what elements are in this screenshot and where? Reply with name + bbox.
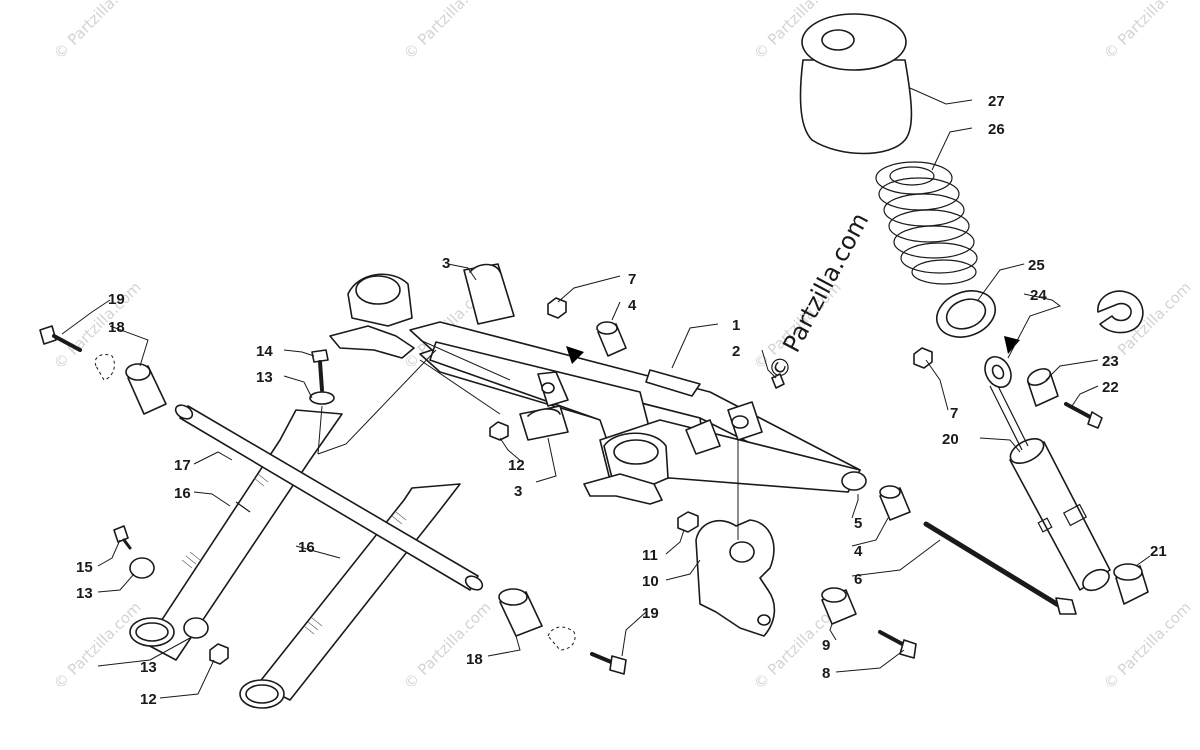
callout-7-right: 7 xyxy=(950,405,958,422)
watermark: © Partzilla.com xyxy=(50,0,145,63)
part-26-coil-spring xyxy=(875,161,978,285)
callout-19-right: 19 xyxy=(642,605,659,622)
part-20-shock-absorber xyxy=(984,355,1111,592)
callout-24: 24 xyxy=(1030,287,1047,304)
callout-21: 21 xyxy=(1150,543,1167,560)
part-6-long-bolt xyxy=(923,521,1077,615)
callout-23: 23 xyxy=(1102,353,1119,370)
part-12-nut-upper xyxy=(489,421,509,441)
callout-16-right: 16 xyxy=(298,539,315,556)
callout-9: 9 xyxy=(822,637,830,654)
direction-arrow-left xyxy=(566,346,584,364)
watermark: © Partzilla.com xyxy=(400,0,495,63)
watermark: © Partzilla.com xyxy=(400,598,495,693)
callout-7-left: 7 xyxy=(628,271,636,288)
part-18-bushing-right xyxy=(498,588,543,637)
callout-10: 10 xyxy=(642,573,659,590)
part-27-bump-boot xyxy=(799,13,913,155)
part-1-upper-mount xyxy=(329,273,415,359)
center-watermark: © Partzilla.com xyxy=(763,208,875,385)
callout-12-upper: 12 xyxy=(508,457,525,474)
part-15-bolt xyxy=(113,525,132,550)
watermark: © Partzilla.com xyxy=(1100,0,1195,63)
callout-12-lower: 12 xyxy=(140,691,157,708)
callout-15: 15 xyxy=(76,559,93,576)
callout-13-lower: 13 xyxy=(140,659,157,676)
callout-5: 5 xyxy=(854,515,862,532)
callout-labels: 27 26 25 24 23 22 7 20 21 1 2 3 7 4 3 12… xyxy=(76,93,1167,708)
callout-20: 20 xyxy=(942,431,959,448)
callout-27: 27 xyxy=(988,93,1005,110)
watermark: © Partzilla.com xyxy=(1100,598,1195,693)
part-9-spacer xyxy=(821,587,857,625)
part-11-nut xyxy=(677,511,699,533)
callout-4-upper: 4 xyxy=(628,297,637,314)
callout-14: 14 xyxy=(256,343,273,360)
part-23-spacer xyxy=(1026,368,1059,407)
part-21-shock-bushing xyxy=(1113,563,1149,605)
callout-3-lower: 3 xyxy=(514,483,522,500)
part-4-bushing-lower xyxy=(879,485,911,521)
part-13-washer-mid xyxy=(129,557,155,579)
part-19-bolt-right xyxy=(590,652,627,675)
callout-19-left: 19 xyxy=(108,291,125,308)
callout-8: 8 xyxy=(822,665,830,682)
part-14-bolt xyxy=(311,349,329,392)
callout-6: 6 xyxy=(854,571,862,588)
callout-22: 22 xyxy=(1102,379,1119,396)
part-19-bolt-left xyxy=(39,325,82,352)
leader-lines xyxy=(61,87,1151,699)
callout-2: 2 xyxy=(732,343,740,360)
part-24-spring-retainer xyxy=(1097,290,1144,334)
part-22-bolt xyxy=(1064,402,1103,429)
direction-arrow-right xyxy=(1004,336,1020,354)
callout-13-mid: 13 xyxy=(76,585,93,602)
part-8-bolt xyxy=(878,630,917,659)
part-10-shock-bracket xyxy=(695,519,776,637)
part-4-bushing-upper xyxy=(596,321,627,357)
callout-11: 11 xyxy=(642,547,658,564)
part-25-spring-seat xyxy=(936,290,996,338)
part-13-washer-upper xyxy=(309,391,335,405)
part-3-bushing-upper xyxy=(463,263,515,325)
part-12-nut-lower xyxy=(209,643,229,665)
part-17-cross-shaft xyxy=(174,404,484,591)
watermark: © Partzilla.com xyxy=(50,278,145,373)
callout-18-right: 18 xyxy=(466,651,483,668)
callout-4-lower: 4 xyxy=(854,543,863,560)
phantom-bracket-left xyxy=(94,353,115,381)
phantom-bracket-right xyxy=(547,626,576,651)
callout-25: 25 xyxy=(1028,257,1045,274)
callout-1: 1 xyxy=(732,317,740,334)
watermark: © Partzilla.com xyxy=(50,598,145,693)
callout-3-upper: 3 xyxy=(442,255,450,272)
callout-26: 26 xyxy=(988,121,1005,138)
callout-17: 17 xyxy=(174,457,191,474)
part-7-lock-nut-left xyxy=(547,297,567,319)
callout-16-left: 16 xyxy=(174,485,191,502)
part-1-lower-mount xyxy=(583,432,669,505)
part-13-washer-lower xyxy=(183,617,209,639)
part-18-bushing-left xyxy=(125,363,167,415)
callout-13-upper: 13 xyxy=(256,369,273,386)
callout-18-left: 18 xyxy=(108,319,125,336)
part-3-bushing-lower xyxy=(519,405,569,441)
